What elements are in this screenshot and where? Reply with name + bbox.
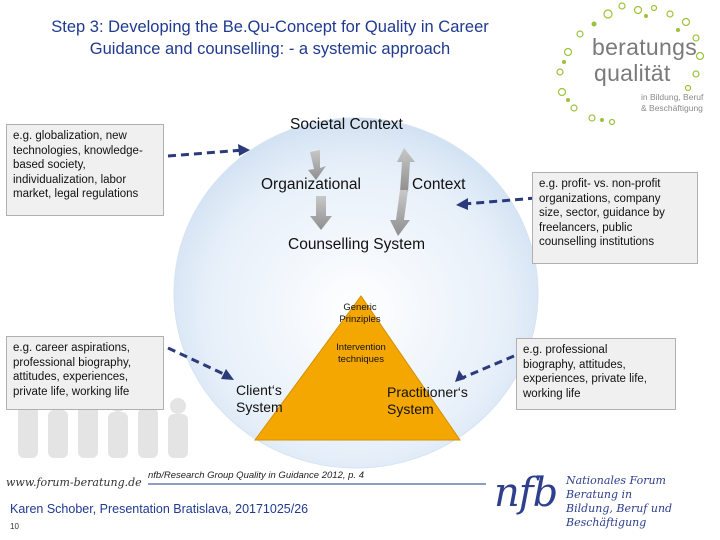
practitioner-example-line: e.g. professional — [523, 344, 608, 356]
organizational-label: Organizational — [261, 176, 361, 193]
societal-example-line: market, legal regulations — [13, 188, 139, 200]
clients-system-label: Client‘s System — [236, 382, 283, 416]
organizational-example-line: organizations, company — [539, 192, 661, 205]
page-title: Step 3: Developing the Be.Qu-Concept for… — [10, 16, 530, 60]
nfb-logo: nfb — [494, 470, 558, 516]
page-number: 10 — [10, 522, 19, 531]
client-examples-box: e.g. career aspirations, professional bi… — [6, 336, 164, 410]
title-line-2: Guidance and counselling: - a systemic a… — [89, 40, 451, 58]
client-example-line: attitudes, experiences, — [13, 371, 129, 383]
context-ellipse — [173, 117, 539, 469]
societal-example-line: based society, — [13, 159, 86, 171]
context-label: Context — [412, 176, 466, 193]
footer-citation: nfb/Research Group Quality in Guidance 2… — [148, 470, 364, 481]
principles-triangle — [254, 295, 461, 441]
practitioner-examples-box: e.g. professional biography, attitudes, … — [516, 338, 676, 410]
practitioners-system-label: Practitioner‘s System — [387, 384, 468, 418]
logo-subtitle-line-2: & Beschäftigung — [641, 103, 703, 113]
practitioner-example-line: biography, attitudes, — [523, 358, 626, 371]
counselling-system-label: Counselling System — [288, 236, 425, 253]
client-example-line: e.g. career aspirations, — [13, 342, 130, 354]
societal-context-label: Societal Context — [290, 116, 403, 133]
nfb-text-line-2: Bildung, Beruf und Beschäftigung — [566, 502, 673, 529]
generic-principles-line-1: Generic — [343, 302, 377, 313]
intervention-techniques-line-2: techniques — [338, 354, 384, 365]
nfb-logo-text: Nationales Forum Beratung in Bildung, Be… — [566, 474, 720, 530]
societal-example-line: technologies, knowledge- — [13, 144, 143, 157]
nfb-text-line-1: Nationales Forum Beratung in — [566, 474, 666, 501]
organizational-examples-box: e.g. profit- vs. non-profit organization… — [532, 172, 698, 264]
societal-example-line: e.g. globalization, new — [13, 130, 127, 142]
generic-principles-label: Generic Prinziples — [320, 302, 400, 326]
practitioners-system-line-2: System — [387, 401, 434, 417]
organizational-example-line: e.g. profit- vs. non-profit — [539, 178, 661, 190]
clients-system-line-1: Client‘s — [236, 382, 282, 398]
organizational-example-line: freelancers, public — [539, 221, 633, 234]
societal-examples-box: e.g. globalization, new technologies, kn… — [6, 124, 164, 216]
logo-subtitle: in Bildung, Beruf & Beschäftigung — [641, 92, 720, 114]
logo-word-qualitaet: qualität — [594, 60, 671, 86]
clients-system-line-2: System — [236, 399, 283, 415]
footer-author: Karen Schober, Presentation Bratislava, … — [10, 502, 309, 516]
logo-subtitle-line-1: in Bildung, Beruf — [641, 92, 704, 102]
client-example-line: private life, working life — [13, 385, 130, 398]
dashed-arrow-heads — [221, 144, 468, 382]
practitioners-system-line-1: Practitioner‘s — [387, 384, 468, 400]
intervention-techniques-line-1: Intervention — [336, 342, 386, 353]
generic-principles-line-2: Prinziples — [339, 314, 381, 325]
intervention-techniques-label: Intervention techniques — [316, 342, 406, 366]
client-example-line: professional biography, — [13, 356, 132, 369]
organizational-example-line: counselling institutions — [539, 236, 655, 248]
practitioner-example-line: working life — [523, 387, 581, 400]
context-arrows — [308, 148, 415, 236]
beratungsqualitaet-logo — [556, 2, 705, 126]
dashed-arrows — [167, 148, 537, 380]
societal-example-line: individualization, labor — [13, 173, 127, 186]
organizational-example-line: size, sector, guidance by — [539, 207, 665, 219]
practitioner-example-line: experiences, private life, — [523, 373, 648, 385]
footer-url: www.forum-beratung.de — [6, 476, 142, 489]
title-line-1: Step 3: Developing the Be.Qu-Concept for… — [51, 18, 489, 36]
logo-word-beratungs: beratungs — [592, 34, 697, 60]
